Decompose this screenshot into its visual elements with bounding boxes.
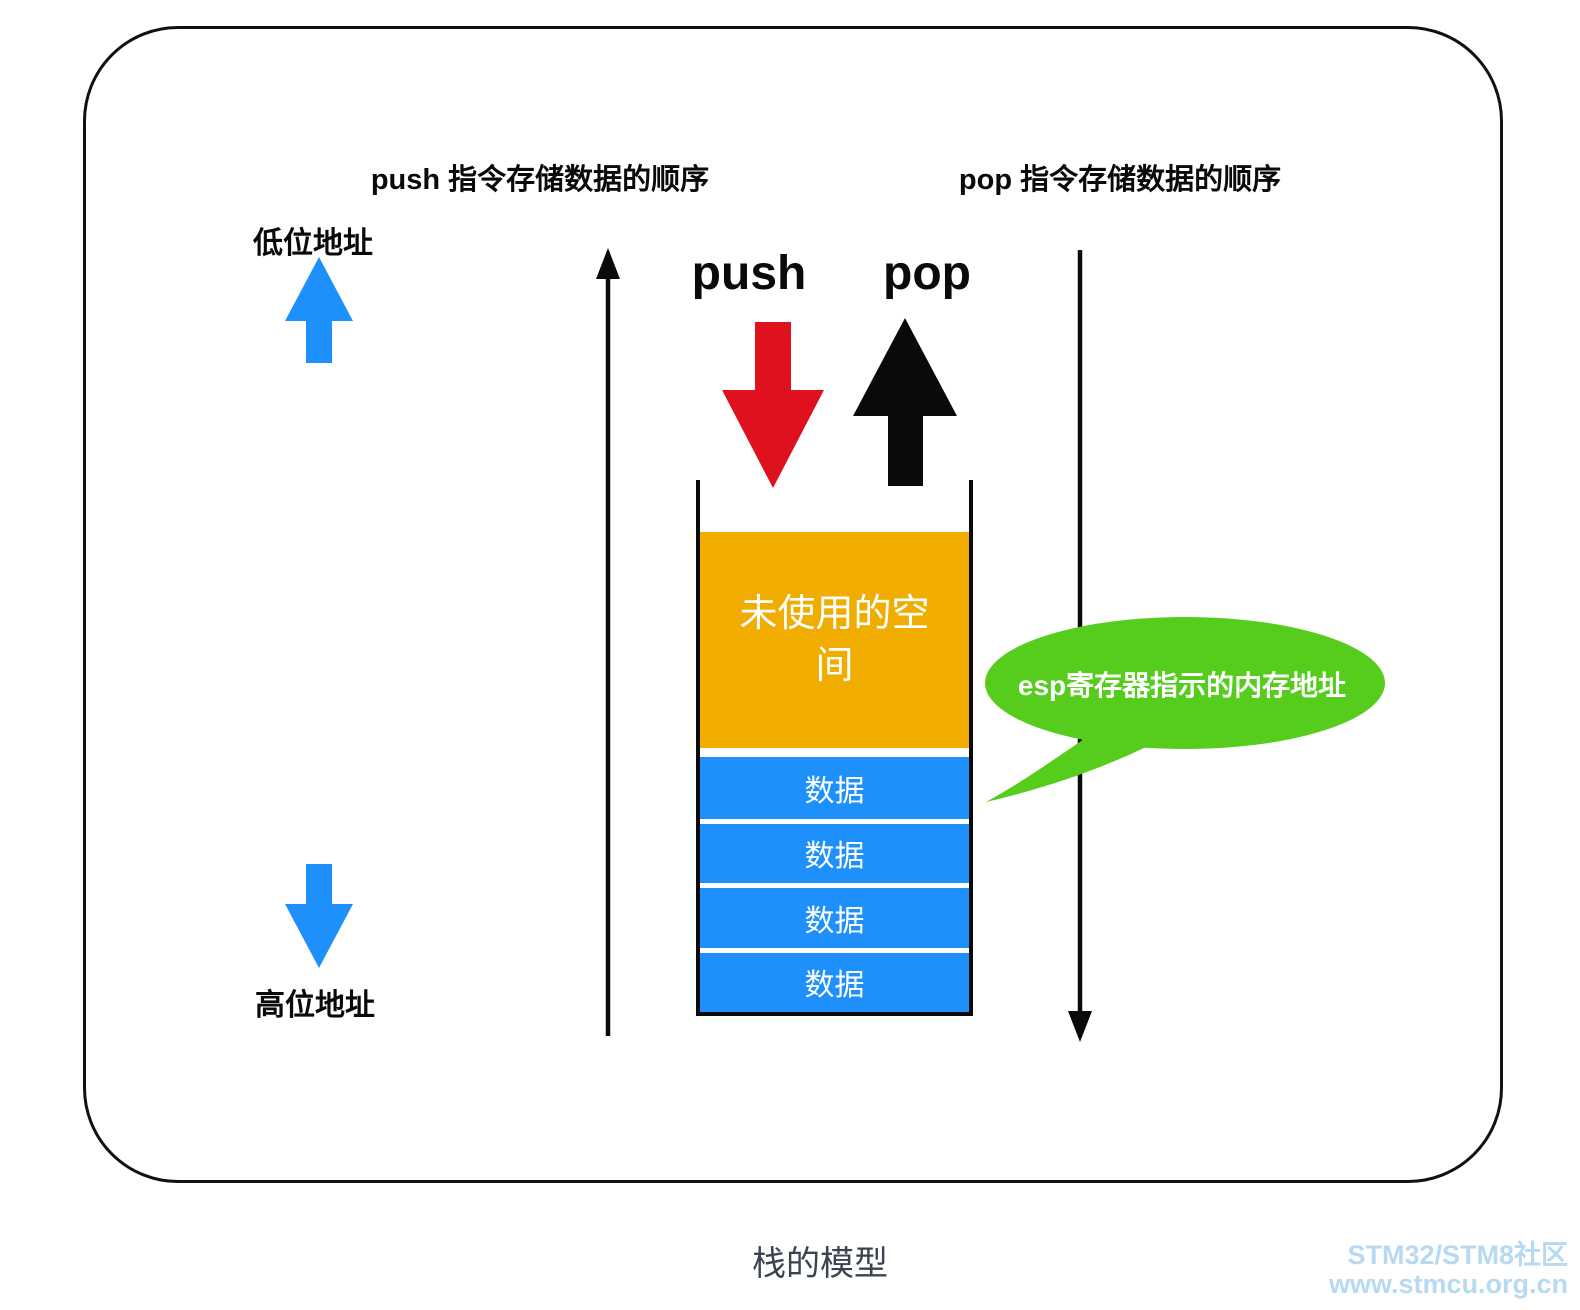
pop-up-arrow-icon (853, 318, 957, 486)
diagram-caption: 栈的模型 (752, 1245, 888, 1283)
high-address-label: 高位地址 (255, 989, 375, 1022)
site-watermark: STM32/STM8社区 www.stmcu.org.cn (1150, 1241, 1568, 1299)
stack-container: 未使用的空间 数据 数据 数据 数据 (696, 480, 973, 1016)
push-order-title: push 指令存储数据的顺序 (370, 164, 710, 196)
diagram-frame (83, 26, 1503, 1183)
data-block: 数据 (700, 823, 969, 884)
push-direction-arrow-icon (594, 248, 622, 1036)
esp-callout-bubble (960, 608, 1400, 813)
data-block: 数据 (700, 757, 969, 819)
watermark-line1: STM32/STM8社区 (1347, 1240, 1568, 1270)
esp-callout-text: esp寄存器指示的内存地址 (1017, 670, 1347, 701)
low-address-label: 低位地址 (253, 227, 373, 260)
data-block: 数据 (700, 888, 969, 948)
low-address-up-arrow-icon (285, 257, 353, 363)
pop-order-title: pop 指令存储数据的顺序 (958, 164, 1282, 196)
data-block: 数据 (700, 952, 969, 1013)
high-address-down-arrow-icon (285, 864, 353, 968)
push-down-arrow-icon (722, 322, 824, 488)
unused-space-block: 未使用的空间 (700, 532, 969, 749)
watermark-line2: www.stmcu.org.cn (1328, 1269, 1568, 1299)
pop-label: pop (883, 247, 971, 300)
push-label: push (691, 247, 807, 300)
